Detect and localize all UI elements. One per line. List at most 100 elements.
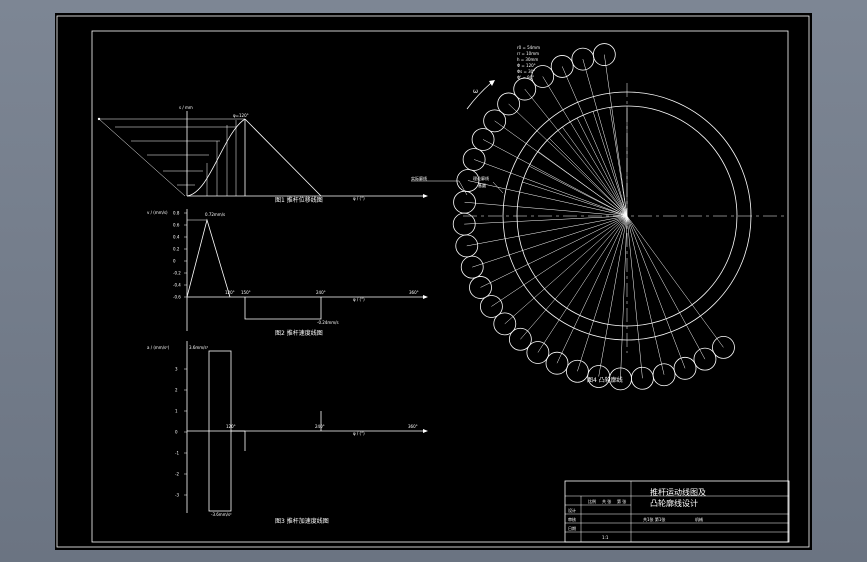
cam-radial-line	[626, 215, 724, 348]
vel-y-label: v / (mm/s)	[147, 210, 168, 215]
vel-caption: 图2 推杆速度线图	[275, 329, 323, 337]
roller-circle	[480, 295, 503, 318]
acc-x-label: φ / (°)	[353, 431, 365, 436]
acc-ytick-label: 0	[175, 430, 178, 435]
disp-x-label: φ / (°)	[353, 196, 365, 201]
cam-caption: 图4 凸轮廓线	[587, 376, 623, 384]
cam-radial-line	[528, 165, 628, 217]
tb-row-1: 设计	[568, 507, 576, 513]
roller-circle	[483, 109, 507, 133]
title-line1: 推杆运动线图及	[650, 487, 706, 497]
cam-radial-line	[562, 126, 628, 217]
roller-circle	[493, 312, 517, 336]
param-5: Φs = 30°	[517, 69, 535, 74]
vel-ytick-label: 0.6	[173, 223, 180, 228]
tb-col-2: 共 张	[602, 498, 611, 504]
tb-col-3: 第 张	[617, 498, 626, 504]
tb-row-3: 日期	[568, 525, 576, 531]
roller-circle	[460, 255, 484, 279]
acc-ytick-label: -2	[175, 472, 179, 477]
disp-caption: 图1 推杆位移线图	[275, 196, 323, 204]
title-block: 推杆运动线图及 凸轮廓线设计 设计 审核 日期 比例 共 张 第 张 1:1 共…	[564, 480, 790, 543]
title-line2: 凸轮廓线设计	[650, 498, 698, 508]
roller-circle	[508, 327, 532, 351]
disp-phi-label: φ=120°	[233, 113, 249, 118]
cam-radial-line	[561, 66, 628, 217]
param-1: r0 = 54mm	[517, 45, 540, 50]
acc-y-label: a / (mm/s²)	[147, 345, 170, 350]
roller-circle	[526, 341, 550, 364]
cam-radial-line	[604, 54, 628, 217]
cam-radial-line	[504, 215, 628, 325]
acc-min-label: -3.6mm/s²	[211, 512, 232, 517]
acceleration-graph: 3 2 1 0 -1 -2 -3 a / (mm/s²) 3.6mm/s² -3.6mm/s…	[147, 341, 428, 525]
cam-radial-line	[491, 215, 628, 307]
vel-xtick-1: 120°	[225, 290, 235, 295]
inner-frame	[91, 30, 789, 543]
cam-radial-line	[537, 215, 628, 353]
vel-ytick-label: 0.4	[173, 235, 180, 240]
roller-circle	[462, 148, 486, 171]
cam-radial-line	[472, 215, 628, 268]
cam-radial-line	[520, 215, 628, 340]
acc-max-label: 3.6mm/s²	[189, 345, 209, 350]
tb-school: 机械	[695, 516, 703, 522]
velocity-graph: 0.80.60.40.20-0.2-0.4-0.6 v / (mm/s) 0.7…	[147, 209, 428, 337]
disp-y-label: s / mm	[179, 105, 193, 110]
vel-min-label: -0.24mm/s	[317, 320, 339, 325]
vel-ytick-label: 0.2	[173, 247, 180, 252]
roller-circle	[469, 276, 492, 299]
label-theoretical: 理论廓线	[473, 175, 489, 181]
cam-radial-line	[576, 117, 628, 217]
cam-radial-line	[626, 215, 686, 369]
param-6: Φ' = 90°	[517, 75, 534, 80]
outer-frame	[56, 15, 810, 548]
acc-ytick-label: -3	[175, 493, 179, 498]
cam-radial-line	[542, 76, 628, 217]
cam-radial-line	[582, 59, 628, 217]
cam-radial-line	[522, 181, 628, 217]
cam-radial-line	[626, 215, 643, 379]
cam-radial-line	[626, 215, 665, 375]
acc-ytick-label: 1	[175, 409, 178, 414]
vel-max-label: 0.72mm/s	[205, 212, 225, 217]
displacement-graph: s / mm φ=120° φ / (°) 图1 推杆位移线图	[97, 105, 428, 204]
cam-profile: ω 实际廓线 理论廓线 基圆 图4 凸轮廓线 r0 = 54mm rr = 10…	[411, 43, 785, 391]
roller-circle	[545, 351, 569, 375]
acc-ytick-label: -1	[175, 451, 179, 456]
roller-circle	[566, 359, 589, 383]
roller-circle	[712, 335, 735, 359]
cam-radial-line	[464, 215, 628, 225]
acc-caption: 图3 推杆加速度线图	[275, 517, 329, 525]
roller-circle	[531, 65, 555, 88]
cam-radial-line	[464, 201, 628, 217]
cam-radial-line	[537, 151, 628, 217]
acc-ytick-label: 3	[175, 367, 178, 372]
roller-circle	[550, 55, 574, 78]
cam-radial-line	[626, 215, 706, 360]
vel-xtick-2: 150°	[241, 290, 251, 295]
param-2: rr = 10mm	[517, 51, 539, 56]
cam-radial-line	[467, 180, 628, 217]
cam-radial-line	[592, 111, 628, 217]
cam-radial-line	[598, 215, 628, 377]
rotation-label: ω	[473, 88, 478, 95]
vel-ytick-label: -0.6	[173, 295, 181, 300]
cad-drawing-viewport[interactable]: s / mm φ=120° φ / (°) 图1 推杆位移线图 0.8 0.6 0.…	[55, 13, 812, 550]
label-base: 基圆	[478, 182, 486, 188]
acc-ytick-label: 2	[175, 388, 178, 393]
roller-circle	[513, 77, 537, 101]
cam-radial-line	[482, 139, 628, 217]
cam-radial-line	[549, 138, 628, 217]
roller-circle	[673, 356, 697, 380]
vel-ytick-label: 0.8	[173, 211, 180, 216]
cam-radial-line	[474, 159, 628, 217]
cam-radial-line	[508, 103, 628, 217]
vel-ytick-label: -0.2	[173, 271, 181, 276]
cam-radial-line	[609, 107, 628, 217]
roller-circle	[471, 128, 495, 151]
label-actual: 实际廓线	[411, 175, 427, 181]
vel-x-label: φ / (°)	[353, 297, 365, 302]
vel-xtick-4: 360°	[409, 290, 419, 295]
tb-row-2: 审核	[568, 516, 576, 522]
